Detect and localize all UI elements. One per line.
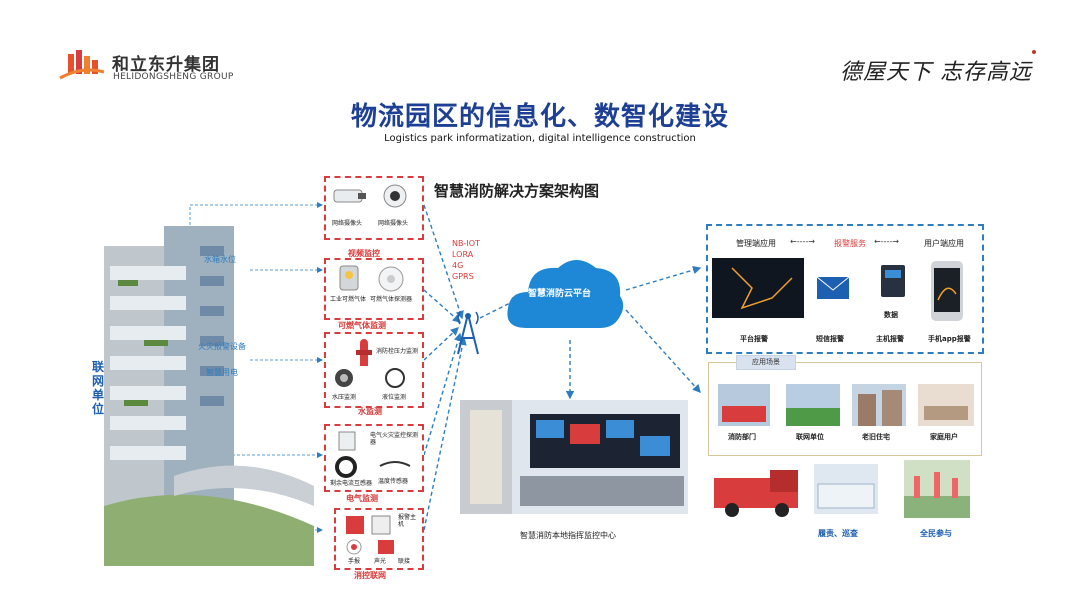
electric-detector-icon: [338, 431, 356, 451]
scene-caption: 联网单位: [796, 433, 824, 441]
platform-screen-icon: [712, 258, 804, 318]
gas-detector-icon: [339, 265, 359, 291]
command-center-photo: [460, 400, 688, 514]
networked-unit-photo: [786, 384, 840, 426]
device-caption: 网络摄像头: [332, 220, 363, 227]
device-caption: 工业可燃气体: [330, 296, 367, 303]
device-caption: 联接: [398, 558, 411, 565]
company-logo-icon: [59, 50, 105, 80]
inspection-photo: [814, 464, 878, 514]
command-center-caption: 智慧消防本地指挥监控中心: [520, 531, 616, 540]
camera-box: 网络摄像头 网络摄像头: [324, 176, 424, 240]
participation-caption: 全民参与: [920, 529, 952, 538]
gas-box: 工业可燃气体 可燃气体探测器: [324, 258, 424, 320]
device-caption: 可燃气体探测器: [370, 296, 413, 303]
electric-box: 电气火灾监控探测器 剩余电流互感器 温度传感器: [324, 424, 424, 492]
device-caption: 电气火灾监控探测器: [370, 432, 419, 446]
device-caption: 报警主机: [398, 514, 417, 528]
user-app-label: 用户端应用: [924, 239, 964, 248]
cloud-platform-icon: [507, 260, 624, 328]
gas-monitor-title: 可燃气体监测: [338, 321, 386, 330]
seal-dot: [1032, 50, 1036, 54]
line-label-fire-alarm: 火灾报警设备: [198, 342, 246, 351]
alarm-host-icon: [346, 516, 364, 534]
management-panel: [706, 224, 984, 354]
mgmt-item-caption: 短信报警: [816, 335, 844, 343]
page-title: 物流园区的信息化、数智化建设: [350, 102, 729, 132]
scene-caption: 老旧住宅: [862, 433, 890, 441]
device-caption: 温度传感器: [378, 478, 409, 485]
fire-truck-photo: [714, 470, 798, 517]
pressure-gauge-icon: [335, 369, 353, 387]
mgmt-item-caption: 平台报警: [740, 335, 768, 343]
mgmt-app-label: 管理端应用: [736, 239, 776, 248]
mgmt-item-caption: 主机报警: [876, 335, 904, 343]
device-caption: 声光: [374, 558, 387, 565]
device-caption: 网络摄像头: [378, 220, 409, 227]
camera-icon: [333, 189, 366, 203]
dome-camera-icon: [383, 184, 407, 208]
family-user-photo: [918, 384, 974, 426]
sound-light-icon: [346, 539, 362, 555]
manual-alarm-icon: [371, 515, 391, 535]
network-label: GPRS: [452, 272, 474, 281]
linkage-title: 消控联网: [354, 571, 386, 580]
network-label: 4G: [452, 261, 464, 270]
application-scenes-panel: [708, 362, 982, 456]
linkage-box: 报警主机 手报 声光 联接: [334, 508, 424, 570]
mobile-phone-icon: [931, 261, 963, 321]
hydrant-icon: [356, 339, 372, 366]
device-caption: 消防栓压力监测: [376, 348, 419, 355]
public-participation-photo: [904, 460, 970, 518]
device-caption: 液位监测: [382, 394, 407, 401]
water-monitor-title: 水监测: [358, 407, 382, 416]
company-name-cn: 和立东升集团: [112, 55, 220, 75]
temperature-sensor-icon: [379, 461, 411, 467]
alarm-host-device-icon: [881, 265, 905, 297]
company-name-en: HELIDONGSHENG GROUP: [113, 72, 234, 82]
alarm-service-label: 报警服务: [834, 239, 866, 248]
building-illustration: [104, 226, 314, 566]
current-transformer-icon: [335, 456, 357, 478]
video-monitor-title: 视频监控: [348, 249, 380, 258]
water-box: 消防栓压力监测 水压监测 液位监测: [324, 332, 424, 408]
scene-caption: 家庭用户: [930, 433, 958, 441]
electric-monitor-title: 电气监测: [346, 494, 378, 503]
network-label: LORA: [452, 250, 474, 259]
antenna-tower-icon: [457, 311, 479, 355]
line-label-smart-power: 智慧用电: [206, 368, 238, 377]
sms-envelope-icon: [816, 276, 850, 299]
slogan: 德屋天下 志存高远: [840, 60, 1032, 85]
fire-department-photo: [718, 384, 770, 426]
smoke-detector-icon: [378, 266, 404, 292]
page-subtitle: Logistics park informatization, digital …: [384, 133, 696, 144]
arrow-both-icon: ←----→: [874, 237, 899, 246]
level-sensor-icon: [385, 368, 405, 388]
arrow-both-icon: ←----→: [790, 237, 815, 246]
mgmt-item-caption: 数据: [884, 311, 898, 319]
device-caption: 手报: [348, 558, 361, 565]
line-label-water-tank: 水箱水位: [204, 255, 236, 264]
old-residence-photo: [852, 384, 906, 426]
networked-unit-label: 联网单位: [92, 360, 105, 416]
cloud-platform-label: 智慧消防云平台: [528, 289, 592, 299]
scene-caption: 消防部门: [728, 433, 756, 441]
network-label: NB-IOT: [452, 239, 480, 248]
device-caption: 剩余电流互感器: [330, 480, 373, 487]
mgmt-item-caption: 手机app报警: [928, 335, 971, 343]
patrol-caption: 履责、巡查: [818, 529, 858, 538]
linkage-module-icon: [378, 540, 394, 554]
device-caption: 水压监测: [332, 394, 357, 401]
scenes-tab: 应用场景: [736, 355, 796, 370]
diagram-title: 智慧消防解决方案架构图: [434, 182, 600, 200]
